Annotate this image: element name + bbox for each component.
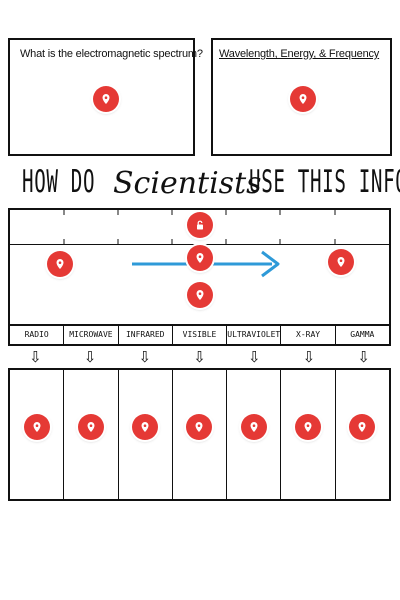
map-pin-icon[interactable] — [77, 414, 104, 440]
label-microwave: MICROWAVE — [64, 326, 119, 344]
heading-part-1: HOW DO — [22, 164, 96, 200]
map-pin-icon[interactable] — [47, 251, 73, 277]
answer-cell-gamma — [336, 370, 389, 499]
map-pin-icon[interactable] — [295, 414, 322, 440]
label-radio: RADIO — [10, 326, 65, 344]
map-pin-icon[interactable] — [23, 414, 50, 440]
down-arrow-icon: ⇩ — [83, 348, 97, 366]
spectrum-diagram — [8, 208, 391, 326]
map-pin-icon[interactable] — [187, 282, 213, 308]
wavelength-title: Wavelength, Energy, & Frequency — [219, 48, 380, 60]
map-pin-icon[interactable] — [186, 414, 213, 440]
answer-cell-microwave — [64, 370, 119, 499]
heading-part-2: Scientists — [113, 166, 262, 201]
spectrum-labels: RADIO MICROWAVE INFRARED VISIBLE ULTRAVI… — [8, 324, 391, 346]
label-infrared: INFRARED — [119, 326, 173, 344]
label-x-ray: X-RAY — [281, 326, 336, 344]
answer-grid — [8, 368, 391, 501]
spectrum-ticks — [63, 210, 336, 244]
down-arrow-icon: ⇩ — [138, 348, 152, 366]
spectrum-top-strip — [10, 210, 389, 245]
answer-cell-visible — [173, 370, 228, 499]
label-visible: VISIBLE — [173, 326, 228, 344]
label-gamma: GAMMA — [350, 330, 375, 339]
label-ultraviolet: ULTRAVIOLET — [227, 326, 282, 344]
map-pin-icon[interactable] — [240, 414, 267, 440]
answer-cell-radio — [10, 370, 65, 499]
map-pin-icon[interactable] — [328, 249, 354, 275]
answer-cell-infrared — [119, 370, 173, 499]
down-arrow-icon: ⇩ — [302, 348, 316, 366]
map-pin-icon[interactable] — [349, 414, 376, 440]
map-pin-icon[interactable] — [132, 414, 159, 440]
answer-cell-ultraviolet — [227, 370, 282, 499]
lock-icon[interactable] — [187, 212, 213, 238]
map-pin-icon[interactable] — [187, 245, 213, 271]
down-arrow-icon: ⇩ — [247, 348, 261, 366]
page-heading: HOW DO Scientists USE THIS INFO — [0, 160, 400, 206]
answer-cell-x-ray — [281, 370, 336, 499]
question-title: What is the electromagnetic spectrum? — [20, 48, 203, 60]
wavelength-box: Wavelength, Energy, & Frequency — [211, 38, 392, 156]
map-pin-icon[interactable] — [93, 86, 119, 112]
down-arrow-icon: ⇩ — [193, 348, 206, 366]
question-box: What is the electromagnetic spectrum? — [8, 38, 203, 156]
down-arrow-icon: ⇩ — [357, 348, 370, 366]
down-arrows-row: ⇩ ⇩ ⇩ ⇩ ⇩ ⇩ ⇩ — [8, 348, 391, 368]
down-arrow-icon: ⇩ — [29, 348, 42, 366]
heading-part-3: USE THIS INFO — [249, 164, 400, 200]
map-pin-icon[interactable] — [290, 86, 316, 112]
